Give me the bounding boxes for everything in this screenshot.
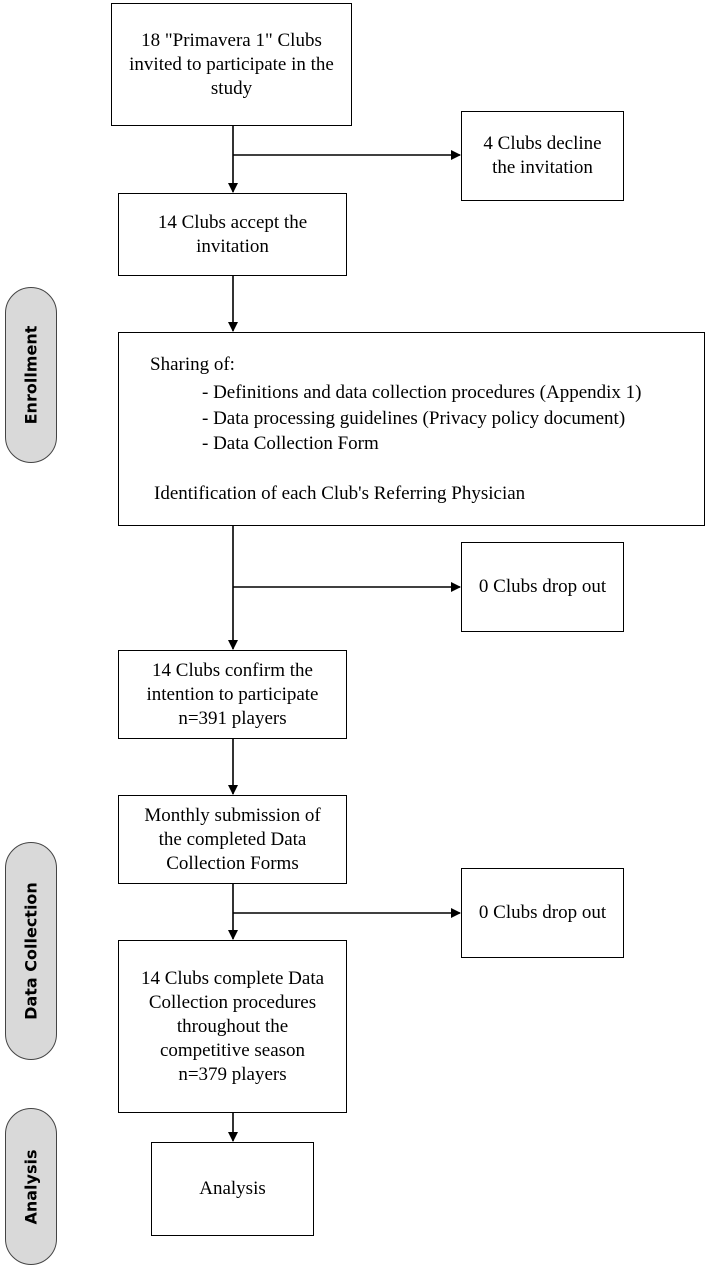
box-analysis-line: Analysis bbox=[199, 1178, 266, 1199]
box-accepted-line: 14 Clubs accept the bbox=[157, 211, 308, 233]
box-dropout2-line: 0 Clubs drop out bbox=[478, 902, 607, 923]
box-invited-line: study bbox=[210, 77, 253, 99]
box-analysis: Analysis bbox=[151, 1142, 314, 1236]
box-confirm-line: n=391 players bbox=[178, 707, 287, 729]
phase-analysis: Analysis bbox=[5, 1108, 57, 1265]
sharing-item: - Definitions and data collection proced… bbox=[202, 382, 642, 403]
box-monthly-line: the completed Data bbox=[158, 828, 307, 850]
box-declined-line: the invitation bbox=[492, 157, 593, 178]
box-monthly: Monthly submission of the completed Data… bbox=[118, 795, 347, 884]
box-confirm: 14 Clubs confirm the intention to partic… bbox=[118, 650, 347, 739]
box-monthly-line: Monthly submission of bbox=[144, 804, 321, 826]
box-complete: 14 Clubs complete Data Collection proced… bbox=[118, 940, 347, 1113]
sharing-footer: Identification of each Club's Referring … bbox=[154, 483, 526, 504]
box-invited-line: invited to participate in the bbox=[129, 53, 334, 75]
box-accepted-line: invitation bbox=[196, 235, 269, 257]
sharing-title: Sharing of: bbox=[150, 354, 235, 375]
box-accepted: 14 Clubs accept the invitation bbox=[118, 193, 347, 276]
phase-data-collection: Data Collection bbox=[5, 842, 57, 1060]
box-complete-line: 14 Clubs complete Data bbox=[140, 967, 325, 989]
box-invited: 18 "Primavera 1" Clubs invited to partic… bbox=[111, 3, 352, 126]
box-complete-line: Collection procedures bbox=[148, 991, 317, 1013]
sharing-item: - Data processing guidelines (Privacy po… bbox=[202, 408, 626, 429]
sharing-item: - Data Collection Form bbox=[202, 433, 379, 454]
box-dropout1-line: 0 Clubs drop out bbox=[478, 576, 607, 597]
box-confirm-line: 14 Clubs confirm the bbox=[152, 659, 313, 681]
box-dropout2: 0 Clubs drop out bbox=[461, 868, 624, 958]
box-dropout1: 0 Clubs drop out bbox=[461, 542, 624, 632]
box-sharing: Sharing of: - Definitions and data colle… bbox=[118, 332, 705, 526]
box-complete-line: n=379 players bbox=[178, 1063, 287, 1085]
box-invited-line: 18 "Primavera 1" Clubs bbox=[141, 29, 322, 51]
box-complete-line: competitive season bbox=[159, 1039, 306, 1061]
box-declined: 4 Clubs decline the invitation bbox=[461, 111, 624, 201]
box-complete-line: throughout the bbox=[176, 1015, 289, 1037]
box-confirm-line: intention to participate bbox=[146, 683, 319, 705]
phase-enrollment: Enrollment bbox=[5, 287, 57, 463]
box-declined-line: 4 Clubs decline bbox=[483, 133, 602, 154]
box-monthly-line: Collection Forms bbox=[166, 852, 299, 874]
